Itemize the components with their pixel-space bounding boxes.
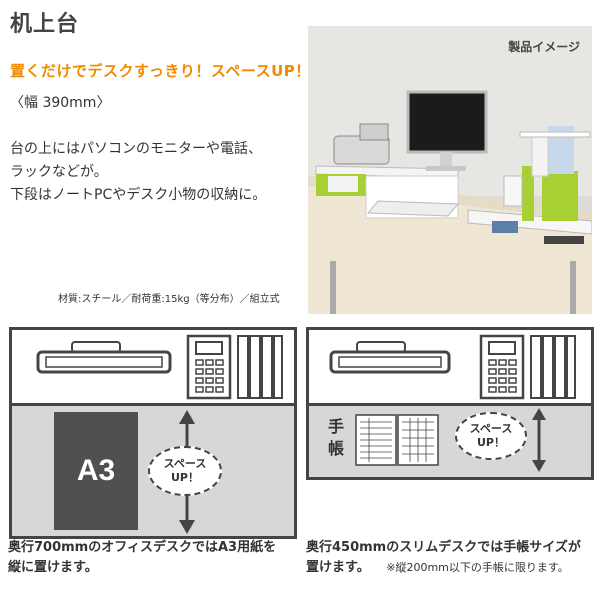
space-up-bubble: スペース UP！ <box>148 446 222 496</box>
bubble-line: スペース <box>163 457 207 470</box>
product-title: 机上台 <box>10 12 80 37</box>
material-spec: 材質:スチール／耐荷重:15kg（等分布）／組立式 <box>58 294 280 305</box>
monitor-and-phone-icons <box>36 334 283 400</box>
caption-line: 置けます。 ※縦200mm以下の手帳に限ります。 <box>306 558 598 578</box>
caption-line: 縦に置けます。 <box>8 560 98 575</box>
product-description: 台の上にはパソコンのモニターや電話、 ラックなどが。 下段はノートPCやデスク小… <box>10 138 266 207</box>
notebook-icon <box>355 414 439 466</box>
space-up-bubble: スペース UP！ <box>455 412 527 460</box>
bubble-line: UP！ <box>171 471 199 484</box>
notebook-label-char: 帳 <box>327 439 344 458</box>
bubble-line: スペース <box>469 422 513 435</box>
caption-line: 奥行700mmのオフィスデスクではA3用紙を <box>8 540 277 555</box>
caption-text: 置けます。 <box>306 560 370 575</box>
description-line: 下段はノートPCやデスク小物の収納に。 <box>10 187 267 203</box>
lower-shelf-area: 手 帳 スペース UP！ <box>309 406 591 477</box>
photo-label: 製品イメージ <box>508 40 580 54</box>
monitor-and-phone-icons <box>329 334 576 400</box>
desk-top-stand <box>309 330 591 406</box>
catchphrase: 置くだけでデスクすっきり！スペースUP！ <box>10 62 311 80</box>
caption-note: ※縦200mm以下の手帳に限ります。 <box>386 561 569 574</box>
desk-top-stand <box>12 330 294 406</box>
notebook-label: 手 帳 <box>325 416 347 460</box>
caption-office-desk: 奥行700mmのオフィスデスクではA3用紙を 縦に置けます。 <box>8 538 298 578</box>
bubble-line: UP！ <box>477 436 505 449</box>
desk-scene-illustration <box>308 26 592 314</box>
caption-line: 奥行450mmのスリムデスクでは手帳サイズが <box>306 540 581 555</box>
diagram-office-desk: A3 スペース UP！ <box>9 327 297 539</box>
lower-shelf-area: A3 スペース UP！ <box>12 406 294 536</box>
caption-slim-desk: 奥行450mmのスリムデスクでは手帳サイズが 置けます。 ※縦200mm以下の手… <box>306 538 598 578</box>
vertical-arrow-icon <box>532 408 546 472</box>
diagram-slim-desk: 手 帳 スペース UP！ <box>306 327 594 480</box>
description-line: 台の上にはパソコンのモニターや電話、 <box>10 141 262 157</box>
a3-paper: A3 <box>54 412 138 530</box>
width-spec: 〈幅 390mm〉 <box>10 95 111 111</box>
notebook-label-char: 手 <box>327 417 344 436</box>
product-image: 製品イメージ <box>308 26 592 314</box>
description-line: ラックなどが。 <box>10 164 108 180</box>
